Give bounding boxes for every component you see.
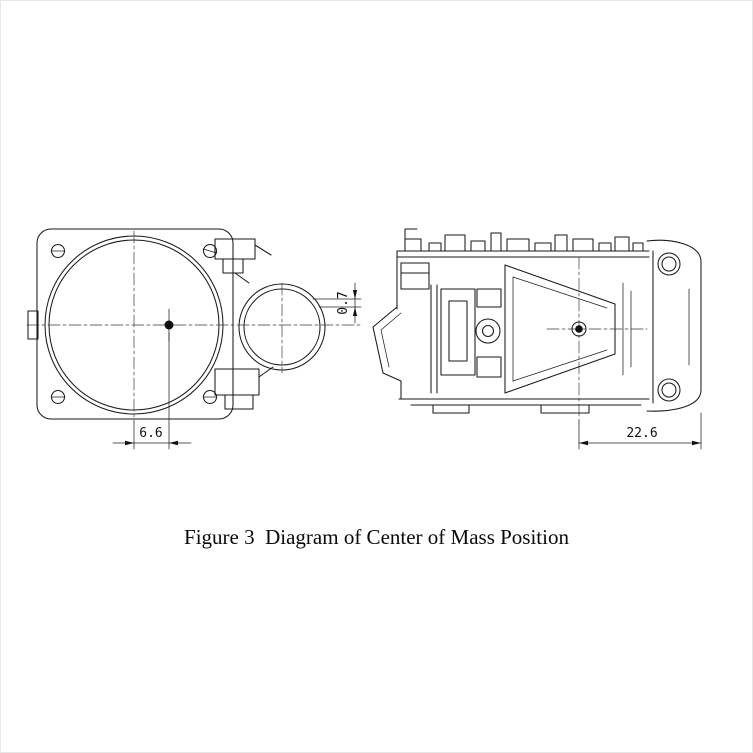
arrowhead	[125, 440, 134, 446]
figure-caption: Figure 3 Diagram of Center of Mass Posit…	[184, 525, 569, 549]
arrowhead	[352, 307, 358, 316]
center-of-mass-diagram: 6.6 0.7	[26, 228, 702, 450]
side-base	[398, 398, 650, 414]
dimension-0-7-label: 0.7	[336, 291, 351, 314]
arrowhead	[692, 440, 701, 446]
arrowhead	[352, 290, 358, 299]
front-bracket-details	[214, 238, 274, 410]
side-right-bracket	[646, 239, 702, 412]
dimension-front-vertical: 0.7	[312, 282, 362, 324]
dimension-front-horizontal: 6.6	[112, 332, 192, 450]
dimension-side-horizontal: 22.6	[578, 412, 702, 450]
side-left-wedge	[372, 262, 430, 400]
arrowhead	[579, 440, 588, 446]
front-plate-outline	[36, 228, 234, 420]
side-top-board	[396, 228, 650, 310]
side-view	[372, 228, 702, 422]
center-of-mass-marker-side	[546, 256, 648, 422]
front-centerlines	[26, 230, 364, 422]
dimension-6-6-label: 6.6	[139, 426, 162, 441]
front-view	[26, 228, 364, 422]
side-optical-cone	[504, 264, 632, 394]
arrowhead	[169, 440, 178, 446]
dimension-22-6-label: 22.6	[626, 426, 657, 441]
side-mechanism	[430, 284, 502, 394]
